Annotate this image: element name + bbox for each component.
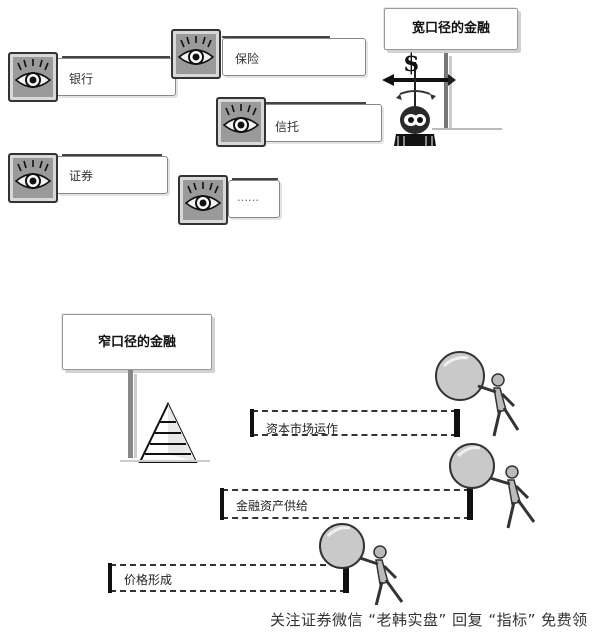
weathervane-figure-icon [382, 62, 456, 146]
bar-price-formation: 价格形成 [108, 563, 349, 593]
bar-cap [250, 409, 254, 437]
label-card-securities: 证券 [56, 156, 168, 194]
ground-line [432, 128, 502, 130]
label-text: 银行 [69, 72, 94, 86]
dollar-sign: $ [403, 48, 420, 77]
ground-line [120, 460, 210, 462]
label-text: 保险 [235, 52, 260, 66]
card-top-line [266, 102, 366, 104]
sign-title: 宽口径的金融 [411, 21, 490, 36]
bar-cap [467, 488, 473, 520]
eye-icon [171, 29, 221, 79]
pyramid-icon [138, 402, 198, 463]
card-top-line [62, 56, 170, 58]
label-card-etc: …… [228, 180, 280, 218]
bar-cap [220, 488, 224, 520]
eye-icon [178, 175, 228, 225]
sign-title: 窄口径的金融 [97, 335, 176, 350]
sign-broad-finance: 宽口径的金融 [384, 8, 518, 50]
watermark-text: 关注证券微信 “老韩实盘” 回复 “指标” 免费领 [270, 605, 600, 636]
label-card-trust: 信托 [262, 104, 382, 142]
figure-pushing-ball-icon [449, 443, 536, 529]
bar-cap [108, 563, 112, 593]
bar-cap [454, 409, 460, 437]
bar-label: 金融资产供给 [236, 499, 309, 513]
label-text: 证券 [69, 169, 94, 183]
label-text: …… [237, 191, 259, 204]
card-top-line [222, 36, 330, 38]
sign-post [128, 370, 133, 458]
label-card-insurance: 保险 [222, 38, 366, 76]
sign-post-shadow [449, 56, 452, 130]
bar-cap [343, 563, 349, 593]
label-text: 信托 [275, 120, 300, 134]
label-card-bank: 银行 [56, 58, 176, 96]
bar-label: 价格形成 [124, 573, 173, 587]
eye-icon [216, 97, 266, 147]
bar-label: 资本市场运作 [266, 422, 339, 436]
figure-pushing-ball-icon [435, 351, 520, 437]
figure-pushing-ball-icon [319, 523, 404, 607]
eye-icon [8, 52, 58, 102]
eye-icon [8, 153, 58, 203]
bar-asset-supply: 金融资产供给 [220, 488, 473, 520]
sign-post-shadow [134, 374, 137, 458]
card-top-line [62, 154, 162, 156]
sign-narrow-finance: 窄口径的金融 [62, 314, 212, 370]
sign-post [444, 50, 448, 130]
bar-capital-market: 资本市场运作 [250, 409, 460, 437]
card-top-line [232, 178, 278, 180]
